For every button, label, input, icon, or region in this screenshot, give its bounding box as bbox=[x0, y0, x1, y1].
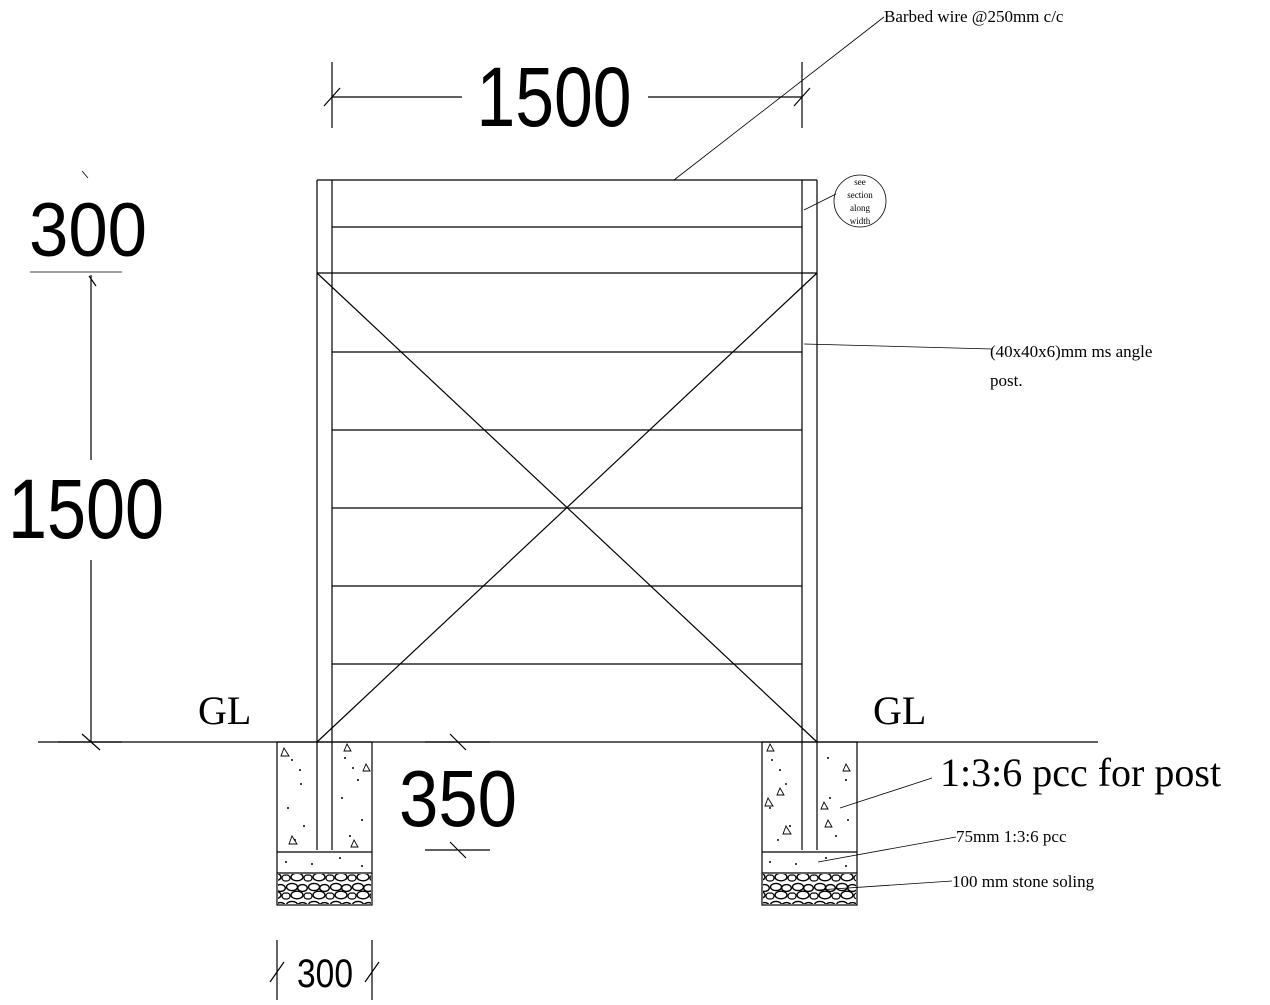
leader-lines bbox=[673, 16, 993, 891]
dimension-footing-width: 300 bbox=[269, 940, 380, 1000]
left-concrete-hatch bbox=[280, 742, 371, 867]
dimension-vertical: 300 1500 bbox=[8, 170, 164, 751]
see-section-callout: see section along width bbox=[833, 174, 887, 228]
right-stone-soling bbox=[763, 874, 856, 904]
dim-top-clear-text: 300 bbox=[29, 188, 147, 273]
angle-post-label-line1: (40x40x6)mm ms angle bbox=[990, 342, 1152, 361]
right-footing-outline bbox=[761, 741, 858, 906]
dimension-footing-depth: 350 bbox=[399, 733, 517, 859]
cross-brace bbox=[316, 272, 818, 743]
dim-footing-depth-text: 350 bbox=[399, 754, 517, 843]
pcc-75-label: 75mm 1:3:6 pcc bbox=[956, 827, 1067, 846]
gl-label-right: GL bbox=[873, 688, 926, 733]
left-footing bbox=[276, 741, 373, 906]
dim-height-text: 1500 bbox=[8, 462, 164, 556]
see-section-line4: width bbox=[850, 216, 871, 226]
pcc-post-label: 1:3:6 pcc for post bbox=[940, 750, 1221, 795]
barbed-wire-label: Barbed wire @250mm c/c bbox=[884, 7, 1064, 26]
right-footing bbox=[761, 741, 858, 906]
stone-soling-label: 100 mm stone soling bbox=[952, 872, 1095, 891]
left-footing-outline bbox=[276, 741, 373, 906]
see-section-line2: section bbox=[847, 190, 873, 200]
right-concrete-hatch bbox=[764, 742, 851, 867]
see-section-line3: along bbox=[850, 203, 870, 213]
dim-top-width-text: 1500 bbox=[477, 50, 632, 144]
fence-frame bbox=[316, 179, 818, 850]
see-section-line1: see bbox=[854, 177, 866, 187]
dim-footing-width-text: 300 bbox=[297, 952, 353, 996]
angle-post-label-line2: post. bbox=[990, 371, 1023, 390]
left-stone-soling bbox=[278, 874, 371, 904]
gl-label-left: GL bbox=[198, 688, 251, 733]
dimension-top-width: 1500 bbox=[323, 50, 811, 144]
